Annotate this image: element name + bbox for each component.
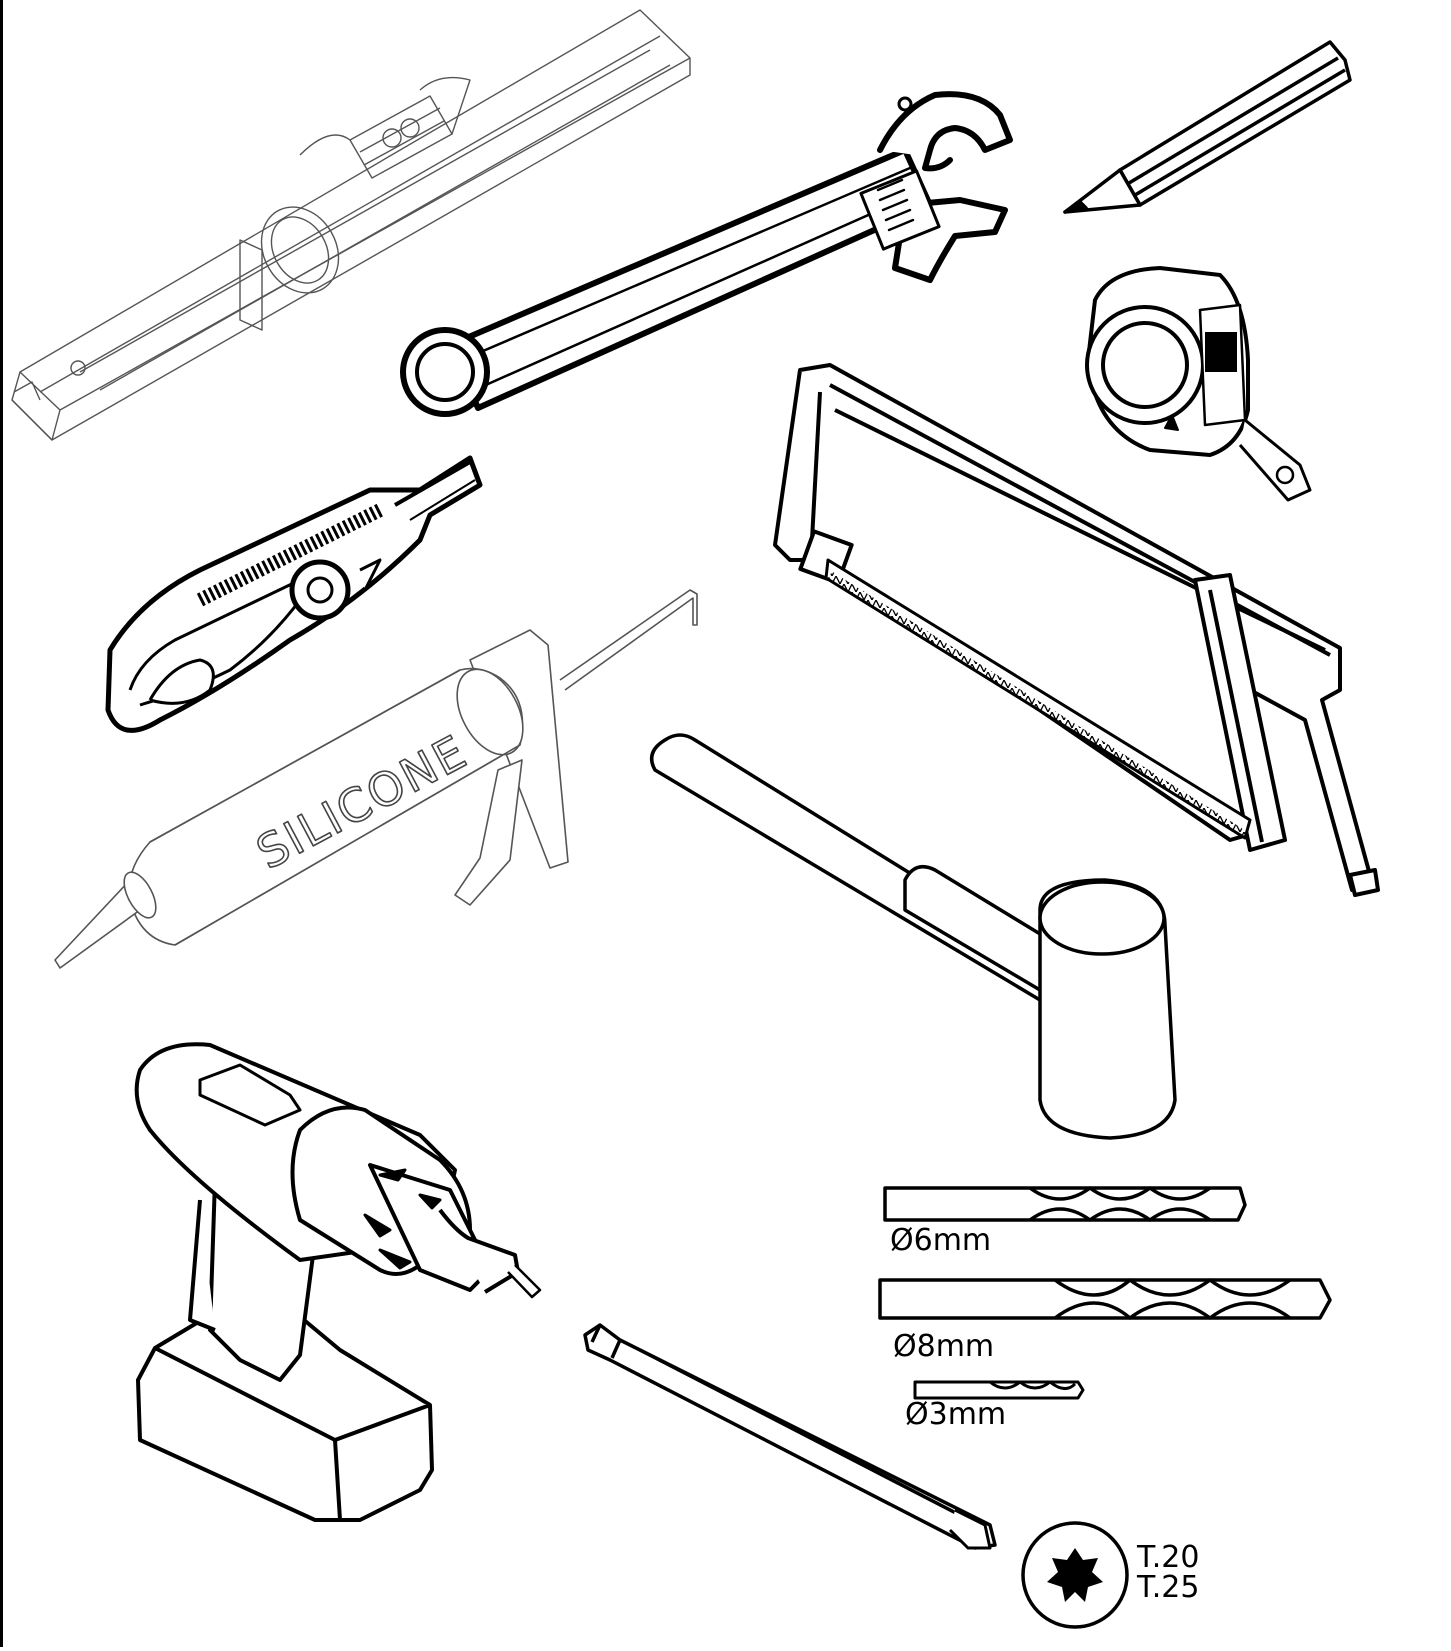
- torx-size-label-1: T.20: [1136, 1540, 1199, 1575]
- drill-bit-6mm-icon: [883, 1186, 1247, 1222]
- drill-bit-8mm-icon: [878, 1278, 1332, 1320]
- torx-bit-icon: [1021, 1521, 1129, 1629]
- mallet-icon: [649, 733, 1177, 1140]
- bit-extension-icon: [583, 1323, 997, 1550]
- torx-size-label-2: T.25: [1136, 1570, 1199, 1605]
- pencil-icon: [1063, 40, 1352, 214]
- utility-knife-icon: [105, 455, 483, 733]
- spirit-level-icon: [11, 9, 691, 441]
- cordless-drill-icon: [134, 1042, 542, 1522]
- drill-bit-3mm-label: Ø3mm: [905, 1397, 1006, 1432]
- drill-bit-8mm-label: Ø8mm: [893, 1329, 994, 1364]
- adjustable-wrench-icon: [400, 91, 1013, 417]
- hacksaw-icon: [773, 363, 1380, 897]
- drill-bit-6mm-label: Ø6mm: [890, 1223, 991, 1258]
- left-border-line: [0, 0, 3, 1647]
- drill-bit-3mm-icon: [913, 1380, 1085, 1400]
- tape-measure-icon: [1085, 266, 1312, 502]
